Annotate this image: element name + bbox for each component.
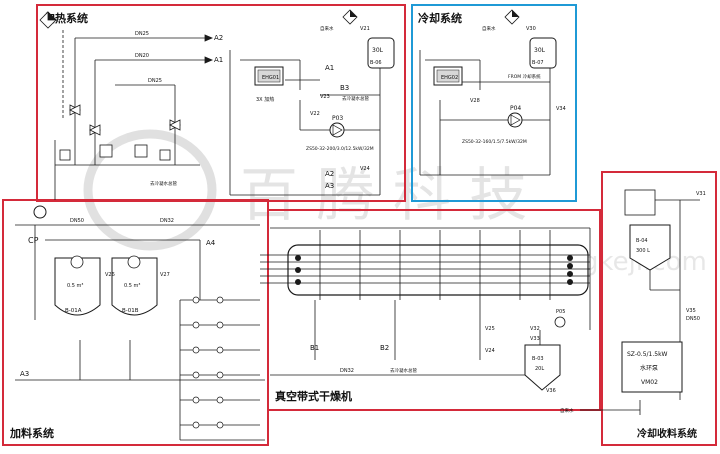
valve-v36: V36 bbox=[546, 388, 556, 394]
heating-pump-p03: P03 ZS50-32-200/3.0/12.5kW/32M bbox=[306, 115, 374, 152]
cooling-pump-spec: ZS50-32-160/1.5/7.5kW/32M bbox=[462, 139, 527, 145]
valve-v31: V31 bbox=[696, 191, 706, 197]
heating-tank-tag: B-06 bbox=[370, 60, 382, 66]
stream-a1-left: A1 bbox=[214, 56, 223, 64]
valve-v28: V28 bbox=[470, 98, 480, 104]
pipe-dn25b-h: DN25 bbox=[148, 78, 162, 84]
vacuum-pump-vm02: SZ-0.5/1.5kW 水环泵 VM02 bbox=[621, 341, 683, 393]
p05-label: P05 bbox=[556, 309, 565, 315]
collect-tank-b04: B-04 300 L bbox=[624, 189, 671, 271]
stream-a2: A2 bbox=[214, 34, 223, 42]
cooling-tank-tag: B-07 bbox=[532, 60, 544, 66]
pipe-dn20-h: DN20 bbox=[135, 53, 149, 59]
cooling-tank: 30L B-07 bbox=[504, 9, 557, 69]
cooling-title: 冷却系统 bbox=[418, 11, 462, 25]
heating-tank-vol: 30L bbox=[372, 47, 384, 54]
feed-tank-b-tag: B-01B bbox=[122, 308, 139, 314]
stream-cp: CP bbox=[28, 236, 39, 245]
stream-a4: A4 bbox=[206, 239, 216, 247]
dryer-section-frame bbox=[267, 209, 601, 411]
stream-a3: A3 bbox=[20, 370, 29, 378]
stream-b1: B1 bbox=[310, 344, 319, 352]
cooling-tank-vol: 30L bbox=[534, 47, 546, 54]
receiver-vol: 20L bbox=[535, 366, 544, 372]
feed-tank-a-tag: B-01A bbox=[65, 308, 82, 314]
heater-power: 3X 加热 bbox=[256, 96, 274, 103]
pipe-dn25-h: DN25 bbox=[135, 31, 149, 37]
dryer-rollers bbox=[295, 255, 573, 285]
feed-tank-b-vol: 0.5 m³ bbox=[124, 283, 140, 289]
stream-a2-h: A2 bbox=[325, 170, 334, 178]
cooling-section-frame bbox=[411, 4, 577, 202]
cooling-coldwater: 自来水 bbox=[482, 25, 496, 32]
feeding-system bbox=[15, 224, 265, 441]
cooling-pump-label: P04 bbox=[510, 105, 521, 112]
dryer-title: 真空带式干燥机 bbox=[275, 389, 352, 403]
valve-v24: V24 bbox=[360, 166, 370, 172]
receiver-b03: B-03 20L bbox=[524, 344, 561, 391]
cooler-ehg02: EHG02 bbox=[433, 66, 463, 86]
heater-ehg01: EHG01 3X 加热 bbox=[254, 66, 284, 103]
collect-title: 冷却收料系统 bbox=[637, 427, 697, 440]
collect-section-frame bbox=[601, 171, 717, 446]
from-cooling: FROM 冷却系统 bbox=[508, 73, 541, 80]
feeding-title: 加料系统 bbox=[9, 426, 54, 440]
heater-label: EHG01 bbox=[262, 75, 279, 81]
heating-pump-label: P03 bbox=[332, 115, 343, 122]
valve-v22: V22 bbox=[310, 111, 320, 117]
heating-tank: 30L B-06 bbox=[342, 9, 395, 69]
valve-v24-d: V24 bbox=[485, 348, 495, 354]
valve-v33: V33 bbox=[530, 336, 540, 342]
receiver-tag: B-03 bbox=[532, 356, 544, 362]
collect-coldwater: 自来水 bbox=[560, 407, 574, 414]
valve-v34: V34 bbox=[556, 106, 566, 112]
valve-v30: V30 bbox=[526, 26, 536, 32]
cp-instrument: CP bbox=[28, 205, 47, 245]
valve-v26: V26 bbox=[105, 272, 115, 278]
stream-a1: A1 bbox=[325, 64, 334, 72]
feed-tank-b: 0.5 m³ B-01B bbox=[111, 255, 158, 316]
feed-tank-a-vol: 0.5 m³ bbox=[67, 283, 83, 289]
stream-a3-h: A3 bbox=[325, 182, 334, 190]
feed-tank-a: 0.5 m³ B-01A bbox=[54, 255, 101, 316]
vm-line1: SZ-0.5/1.5kW bbox=[627, 351, 668, 358]
cooling-pump-p04: P04 ZS50-32-160/1.5/7.5kW/32M bbox=[462, 105, 527, 145]
heating-pump-spec: ZS50-32-200/3.0/12.5kW/32M bbox=[306, 146, 374, 152]
valve-v35: V35 bbox=[686, 308, 696, 314]
collect-tag: B-04 bbox=[636, 238, 648, 244]
vm-line2: 水环泵 bbox=[640, 364, 658, 372]
valve-v27: V27 bbox=[160, 272, 170, 278]
valve-v23: V23 bbox=[320, 94, 330, 100]
pipe-dn50-c: DN50 bbox=[686, 316, 700, 322]
stream-b2: B2 bbox=[380, 344, 389, 352]
vm-line3: VM02 bbox=[641, 379, 658, 386]
valve-v21: V21 bbox=[360, 26, 370, 32]
valve-v25: V25 bbox=[485, 326, 495, 332]
pump-p05: P05 bbox=[554, 309, 566, 328]
feed-branch-instruments bbox=[192, 296, 224, 429]
cooler-label: EHG02 bbox=[441, 75, 458, 81]
pipe-dn32-d: DN32 bbox=[340, 368, 354, 374]
heating-recovery: 去冷凝水总管 bbox=[342, 95, 369, 102]
collect-vol: 300 L bbox=[636, 248, 650, 254]
pipe-dn32-f: DN32 bbox=[160, 218, 174, 224]
heating-system bbox=[39, 11, 381, 200]
vacuum-belt-dryer bbox=[260, 227, 591, 376]
heating-coldwater: 自来水 bbox=[320, 25, 334, 32]
valve-v32: V32 bbox=[530, 326, 540, 332]
heating-recovery-2: 去冷凝水总管 bbox=[150, 180, 177, 187]
cooling-system bbox=[419, 50, 551, 176]
pipe-dn50-f: DN50 bbox=[70, 218, 84, 224]
stream-b3: B3 bbox=[340, 84, 349, 92]
dryer-recovery: 去冷凝水总管 bbox=[390, 367, 417, 374]
feeding-section-frame bbox=[2, 199, 269, 446]
